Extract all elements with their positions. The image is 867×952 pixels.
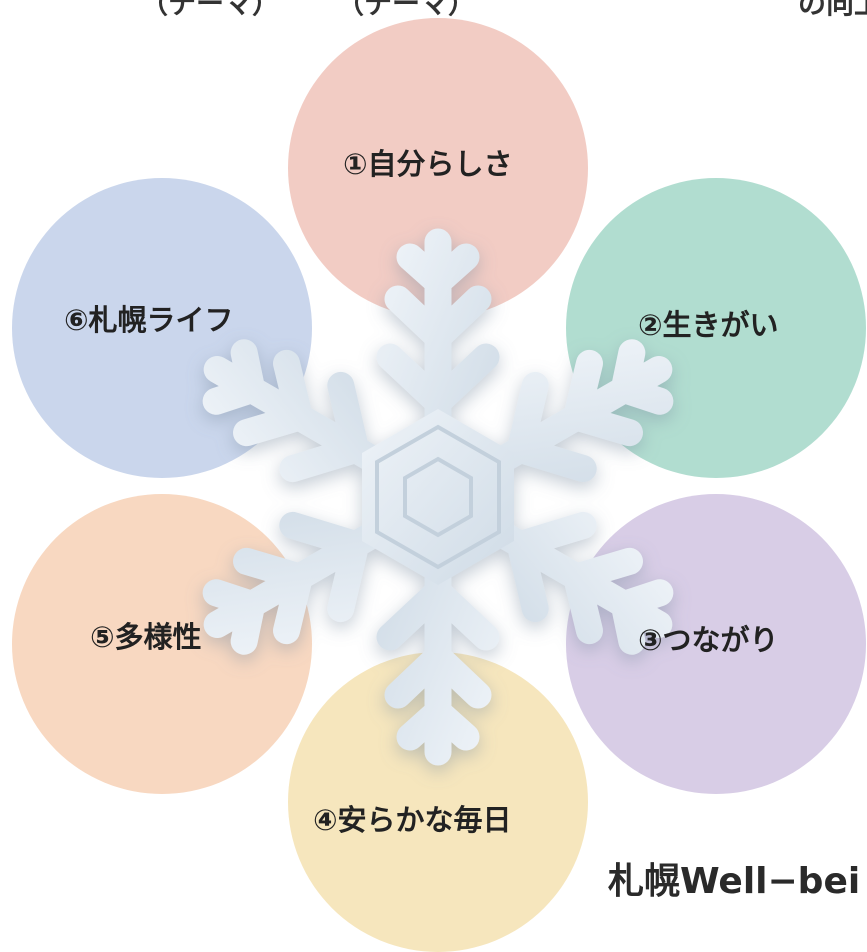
node-label-ikigai: ②生きがい (638, 308, 779, 342)
header-text: （テーマ） （テーマ） の向上 (140, 0, 867, 20)
node-circle-yasuraka (288, 652, 588, 952)
node-label-sapporo-life: ⑥札幌ライフ (64, 303, 234, 337)
node-label-jibunrashisa: ①自分らしさ (343, 147, 513, 181)
node-label-tsunagari: ③つながり (638, 623, 779, 657)
node-label-yasuraka: ④安らかな毎日 (313, 803, 512, 837)
node-label-tayousei: ⑤多様性 (90, 620, 202, 654)
diagram-caption: 札幌Well−bei (608, 861, 861, 902)
